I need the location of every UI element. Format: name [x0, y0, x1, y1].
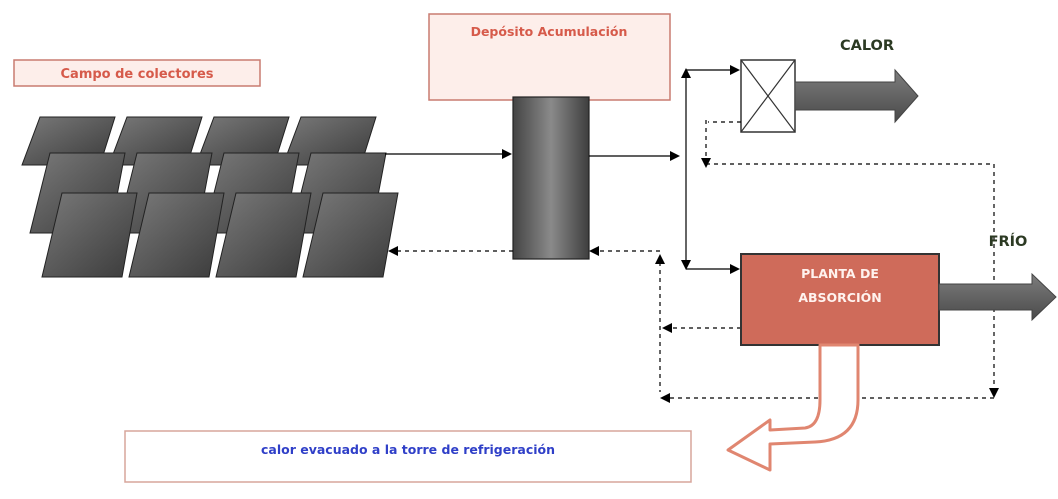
solar-collector-panel-icon: [215, 192, 312, 278]
storage-tank: [512, 96, 590, 260]
heat-output-arrow: [794, 68, 919, 124]
cooling-tower-label: calor evacuado a la torre de refrigeraci…: [124, 430, 692, 483]
storage-tank-label: Depósito Acumulación: [428, 13, 671, 101]
absorption-plant-text-1: PLANTA DE: [801, 266, 879, 281]
solar-collector-panel-icon: [302, 192, 399, 278]
supply-manifold-up-head: [681, 68, 691, 78]
cold-output-arrow: [938, 272, 1057, 322]
return-manifold-head: [655, 254, 665, 264]
cold-label: FRÍO: [989, 233, 1028, 250]
solar-collector-panel-icon: [128, 192, 225, 278]
cold-loop-bottom-head: [660, 393, 670, 403]
supply-manifold-down-head: [681, 260, 691, 270]
solar-collector-panels: [21, 116, 399, 278]
return-absorption-head: [662, 323, 672, 333]
solar-collector-panel-icon: [41, 192, 138, 278]
cooling-tower-text: calor evacuado a la torre de refrigeraci…: [261, 442, 555, 457]
cold-loop-right-head: [989, 388, 999, 398]
absorption-plant: PLANTA DE ABSORCIÓN: [740, 253, 940, 346]
heat-exchanger-x-icon: [740, 59, 796, 133]
return-heat-head: [701, 158, 711, 168]
cooling-tower-curved-arrow: [726, 343, 860, 472]
absorption-plant-text-2: ABSORCIÓN: [798, 290, 881, 305]
collector-field-text: Campo de colectores: [61, 67, 214, 82]
storage-tank-text: Depósito Acumulación: [471, 24, 628, 39]
return-to-tank-head: [589, 246, 599, 256]
collector-field-label: Campo de colectores: [13, 59, 261, 87]
heat-label: CALOR: [840, 38, 894, 54]
